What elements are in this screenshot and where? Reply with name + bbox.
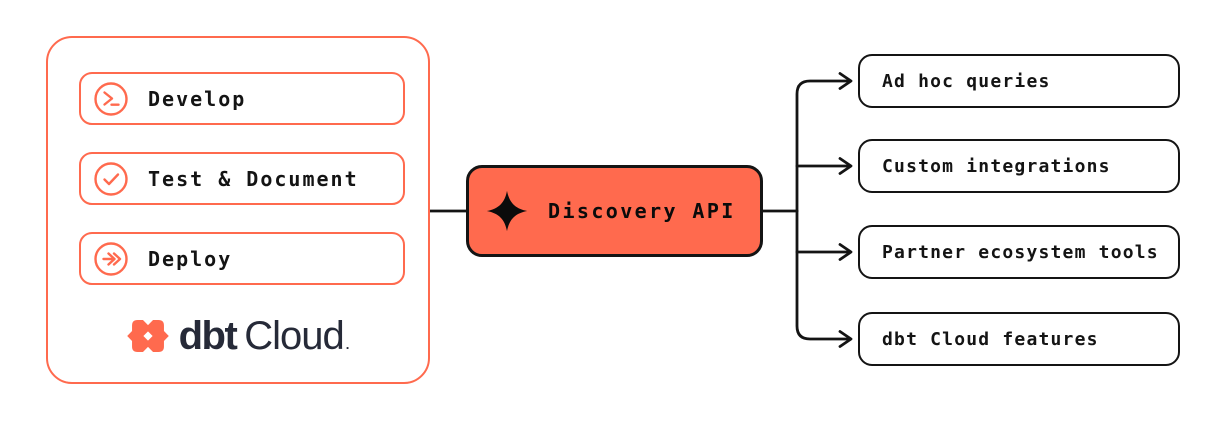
logo-trademark-dot: . [345,336,350,352]
output-ad-hoc-queries: Ad hoc queries [858,54,1180,108]
four-point-star-icon [486,190,528,232]
stage-develop: Develop [79,72,405,125]
output-label: Ad hoc queries [882,70,1051,92]
logo-text-cloud: Cloud [244,313,345,358]
terminal-prompt-icon [94,81,128,116]
branch-top [795,79,850,213]
arrowhead-top [838,72,853,90]
logo-text-dbt: dbt [178,313,238,358]
arrowhead-bottom [838,330,853,348]
output-partner-ecosystem-tools: Partner ecosystem tools [858,225,1180,279]
dbt-cloud-panel: Develop Test & Document Deploy dbt [46,36,430,384]
stage-label: Deploy [148,246,233,271]
arrowhead-second [838,157,853,175]
output-label: Partner ecosystem tools [882,241,1159,263]
dbt-cloud-logo: dbt Cloud . [48,310,428,362]
output-dbt-cloud-features: dbt Cloud features [858,312,1180,366]
discovery-api-node: Discovery API [466,165,763,257]
stage-test-document: Test & Document [79,152,405,205]
output-label: dbt Cloud features [882,328,1099,350]
output-custom-integrations: Custom integrations [858,139,1180,193]
arrowhead-third [838,243,853,261]
stage-deploy: Deploy [79,232,405,285]
fast-forward-arrow-icon [94,241,128,276]
check-circle-icon [94,161,128,196]
dbt-logo-mark [126,320,169,352]
stage-label: Develop [148,86,247,111]
branch-bottom [795,209,850,341]
discovery-api-label: Discovery API [548,199,736,223]
output-label: Custom integrations [882,155,1111,177]
stage-label: Test & Document [148,166,359,191]
